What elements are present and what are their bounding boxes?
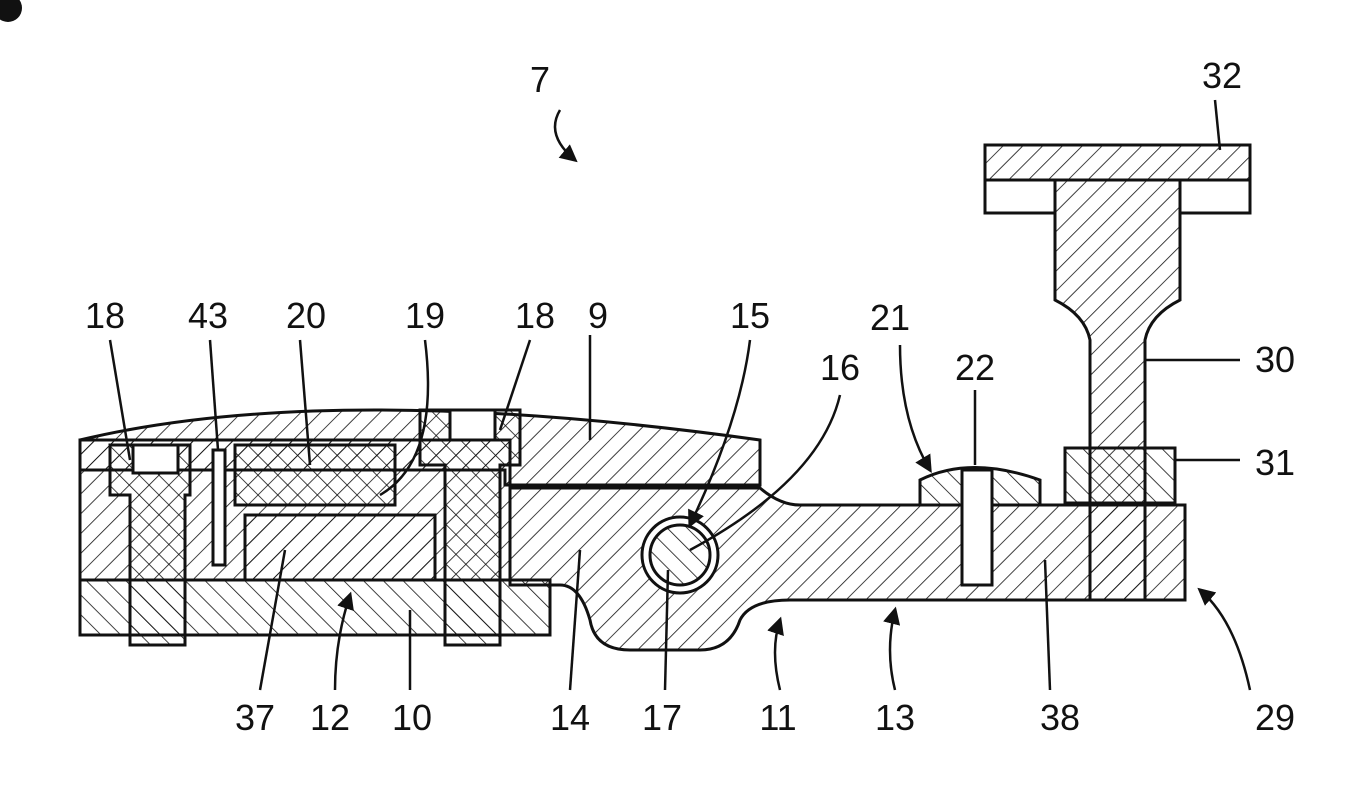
- plate-43: [213, 450, 225, 565]
- label-38: 38: [1040, 697, 1080, 738]
- label-37: 37: [235, 697, 275, 738]
- block-37: [245, 515, 435, 580]
- leader-11: [775, 620, 780, 690]
- label-10: 10: [392, 697, 432, 738]
- label-20: 20: [286, 295, 326, 336]
- leader-32: [1215, 100, 1220, 150]
- label-19: 19: [405, 295, 445, 336]
- label-18-left: 18: [85, 295, 125, 336]
- label-17: 17: [642, 697, 682, 738]
- label-14: 14: [550, 697, 590, 738]
- leader-21: [900, 345, 930, 470]
- block-20: [235, 445, 395, 505]
- leader-29: [1200, 590, 1250, 690]
- screw-head-right: [450, 410, 495, 440]
- label-16: 16: [820, 347, 860, 388]
- label-13: 13: [875, 697, 915, 738]
- label-9: 9: [588, 295, 608, 336]
- plate-32: [985, 145, 1250, 180]
- label-12: 12: [310, 697, 350, 738]
- leader-7: [555, 110, 575, 160]
- label-21: 21: [870, 297, 910, 338]
- screw-head-left: [133, 445, 178, 473]
- label-30: 30: [1255, 339, 1295, 380]
- pivot-pin-17: [650, 525, 710, 585]
- label-7: 7: [530, 59, 550, 100]
- label-29: 29: [1255, 697, 1295, 738]
- label-11: 11: [759, 697, 796, 738]
- lever-11: [510, 488, 1185, 650]
- label-15: 15: [730, 295, 770, 336]
- plate-32-lip-right: [1180, 180, 1250, 213]
- label-32: 32: [1202, 55, 1242, 96]
- label-43: 43: [188, 295, 228, 336]
- label-18-right: 18: [515, 295, 555, 336]
- leader-13: [890, 610, 895, 690]
- plate-32-lip-left: [985, 180, 1055, 213]
- figure-mark: [0, 0, 22, 22]
- pin-22: [962, 470, 992, 585]
- label-31: 31: [1255, 442, 1295, 483]
- label-22: 22: [955, 347, 995, 388]
